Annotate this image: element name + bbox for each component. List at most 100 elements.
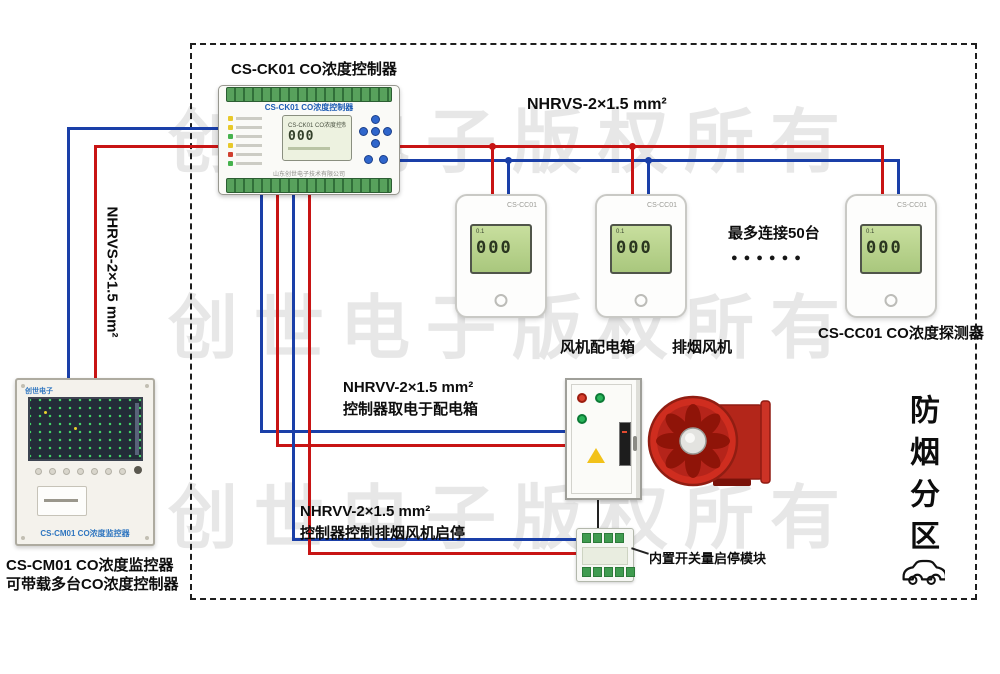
screw-icon (21, 384, 25, 388)
wire-blue-to-box-v (260, 193, 263, 433)
junction-dot (645, 157, 652, 164)
meter-window (619, 422, 631, 466)
module-pcb (582, 547, 628, 565)
max-connection-note: 最多连接50台 (728, 225, 820, 242)
left-wire-label: NHRVS-2×1.5 mm² (103, 206, 121, 338)
detector-model-text: CS-CC01 (647, 202, 677, 209)
wire-red-to-module-v (308, 193, 311, 555)
wire-red-bus-top (399, 145, 884, 148)
power-wire-label-line1: NHRVV-2×1.5 mm² (343, 379, 474, 396)
controller-terminal-strip-bottom (226, 178, 392, 193)
wire-red-drop-detector-3 (881, 145, 884, 197)
led-icon (228, 152, 233, 157)
co-detector-2: CS-CC01 0.1 000 (595, 194, 687, 318)
terminal-pin (582, 533, 591, 543)
terminal-pin (582, 567, 591, 577)
control-wire-label-line1: NHRVV-2×1.5 mm² (300, 503, 431, 520)
monitor-button (77, 468, 84, 475)
co-controller-device: CS-CK01 CO浓度控制器 CS-CK01 CO浓度控制器 000 山东创世… (218, 85, 400, 195)
brand-logo-icon (494, 294, 508, 307)
module-caption: 内置开关量启停模块 (649, 551, 767, 566)
terminal-pin (615, 533, 624, 543)
brand-logo-icon (884, 294, 898, 307)
module-terminals-top (582, 533, 624, 543)
screw-icon (21, 536, 25, 540)
function-button-2 (379, 155, 388, 164)
controller-lcd-screen: CS-CK01 CO浓度控制器 000 (282, 115, 352, 161)
switch-module (576, 528, 635, 582)
nav-ok-button (371, 127, 380, 136)
co-detector-3: CS-CC01 0.1 000 (845, 194, 937, 318)
detector-lcd-reading: 000 (866, 238, 903, 258)
wire-blue-to-module-h (292, 538, 577, 541)
bus-wire-label: NHRVS-2×1.5 mm² (527, 96, 667, 113)
monitor-button (119, 468, 126, 475)
detector-model-text: CS-CC01 (897, 202, 927, 209)
wire-red-to-monitor-v (94, 145, 97, 379)
ellipsis-dots: ●●●●●● (731, 252, 807, 264)
led-label (236, 153, 262, 156)
wire-red-to-box-h (276, 444, 566, 447)
wire-blue-to-monitor-v (67, 127, 70, 379)
monitor-button-row (35, 468, 126, 475)
monitor-button (35, 468, 42, 475)
co-detector-1: CS-CC01 0.1 000 (455, 194, 547, 318)
power-wire-label-line2: 控制器取电于配电箱 (343, 401, 479, 418)
controller-lcd-row: CS-CK01 CO浓度控制器 (288, 123, 346, 129)
terminal-pin (593, 533, 602, 543)
monitor-button (49, 468, 56, 475)
nav-right-button (383, 127, 392, 136)
brand-logo-text: 创世电子 (25, 388, 53, 395)
monitor-led-matrix-screen (28, 397, 143, 461)
monitor-caption-line2: 可带载多台CO浓度控制器 (6, 576, 179, 593)
alarm-led-icon (74, 427, 77, 430)
monitor-button (105, 468, 112, 475)
smoke-exhaust-fan (645, 393, 780, 496)
nav-down-button (371, 139, 380, 148)
led-label (236, 144, 262, 147)
controller-lcd-value: 000 (288, 129, 315, 144)
car-icon (899, 556, 948, 593)
module-terminals-bottom (582, 567, 635, 577)
fan-illustration (647, 395, 771, 487)
controller-faceplate-label: CS-CK01 CO浓度控制器 (264, 103, 354, 112)
detector-model-text: CS-CC01 (507, 202, 537, 209)
watermark-row-3: 创世电子版权所有 (168, 479, 856, 557)
red-indicator-lamp-icon (577, 393, 587, 403)
fan-box-caption: 风机配电箱 (560, 339, 636, 356)
detector-lcd-top-row: 0.1 (866, 229, 875, 235)
led-label (236, 126, 262, 129)
led-icon (228, 116, 233, 121)
led-row (228, 116, 262, 121)
controller-terminal-strip-top (226, 87, 392, 102)
terminal-pin (604, 533, 613, 543)
terminal-pin (593, 567, 602, 577)
wire-black-box-to-module (597, 500, 599, 528)
terminal-pin (615, 567, 624, 577)
led-icon (228, 134, 233, 139)
monitor-caption-line1: CS-CM01 CO浓度监控器 (6, 557, 174, 574)
led-icon (228, 143, 233, 148)
junction-dot (489, 143, 496, 150)
detector-lcd-reading: 000 (616, 238, 653, 258)
monitor-button (91, 468, 98, 475)
wire-blue-drop-detector-3 (897, 159, 900, 197)
led-icon (228, 161, 233, 166)
screw-icon (145, 536, 149, 540)
nav-left-button (359, 127, 368, 136)
smoke-zone-label: 防烟分区 (905, 394, 938, 562)
led-row (228, 143, 262, 148)
monitor-button (63, 468, 70, 475)
wire-blue-to-module-v (292, 193, 295, 541)
led-icon (228, 125, 233, 130)
led-label (236, 162, 262, 165)
brand-logo-icon (634, 294, 648, 307)
led-row (228, 161, 262, 166)
controller-manufacturer-text: 山东创世电子技术有限公司 (272, 172, 345, 178)
printer-slit (44, 499, 78, 502)
detector-caption: CS-CC01 CO浓度探测器 (818, 325, 984, 342)
function-button-1 (364, 155, 373, 164)
detector-lcd-top-row: 0.1 (616, 229, 625, 235)
co-monitor-cabinet: 创世电子 CS-CM01 CO浓度监控器 (15, 378, 155, 546)
keyhole-icon (134, 466, 142, 474)
